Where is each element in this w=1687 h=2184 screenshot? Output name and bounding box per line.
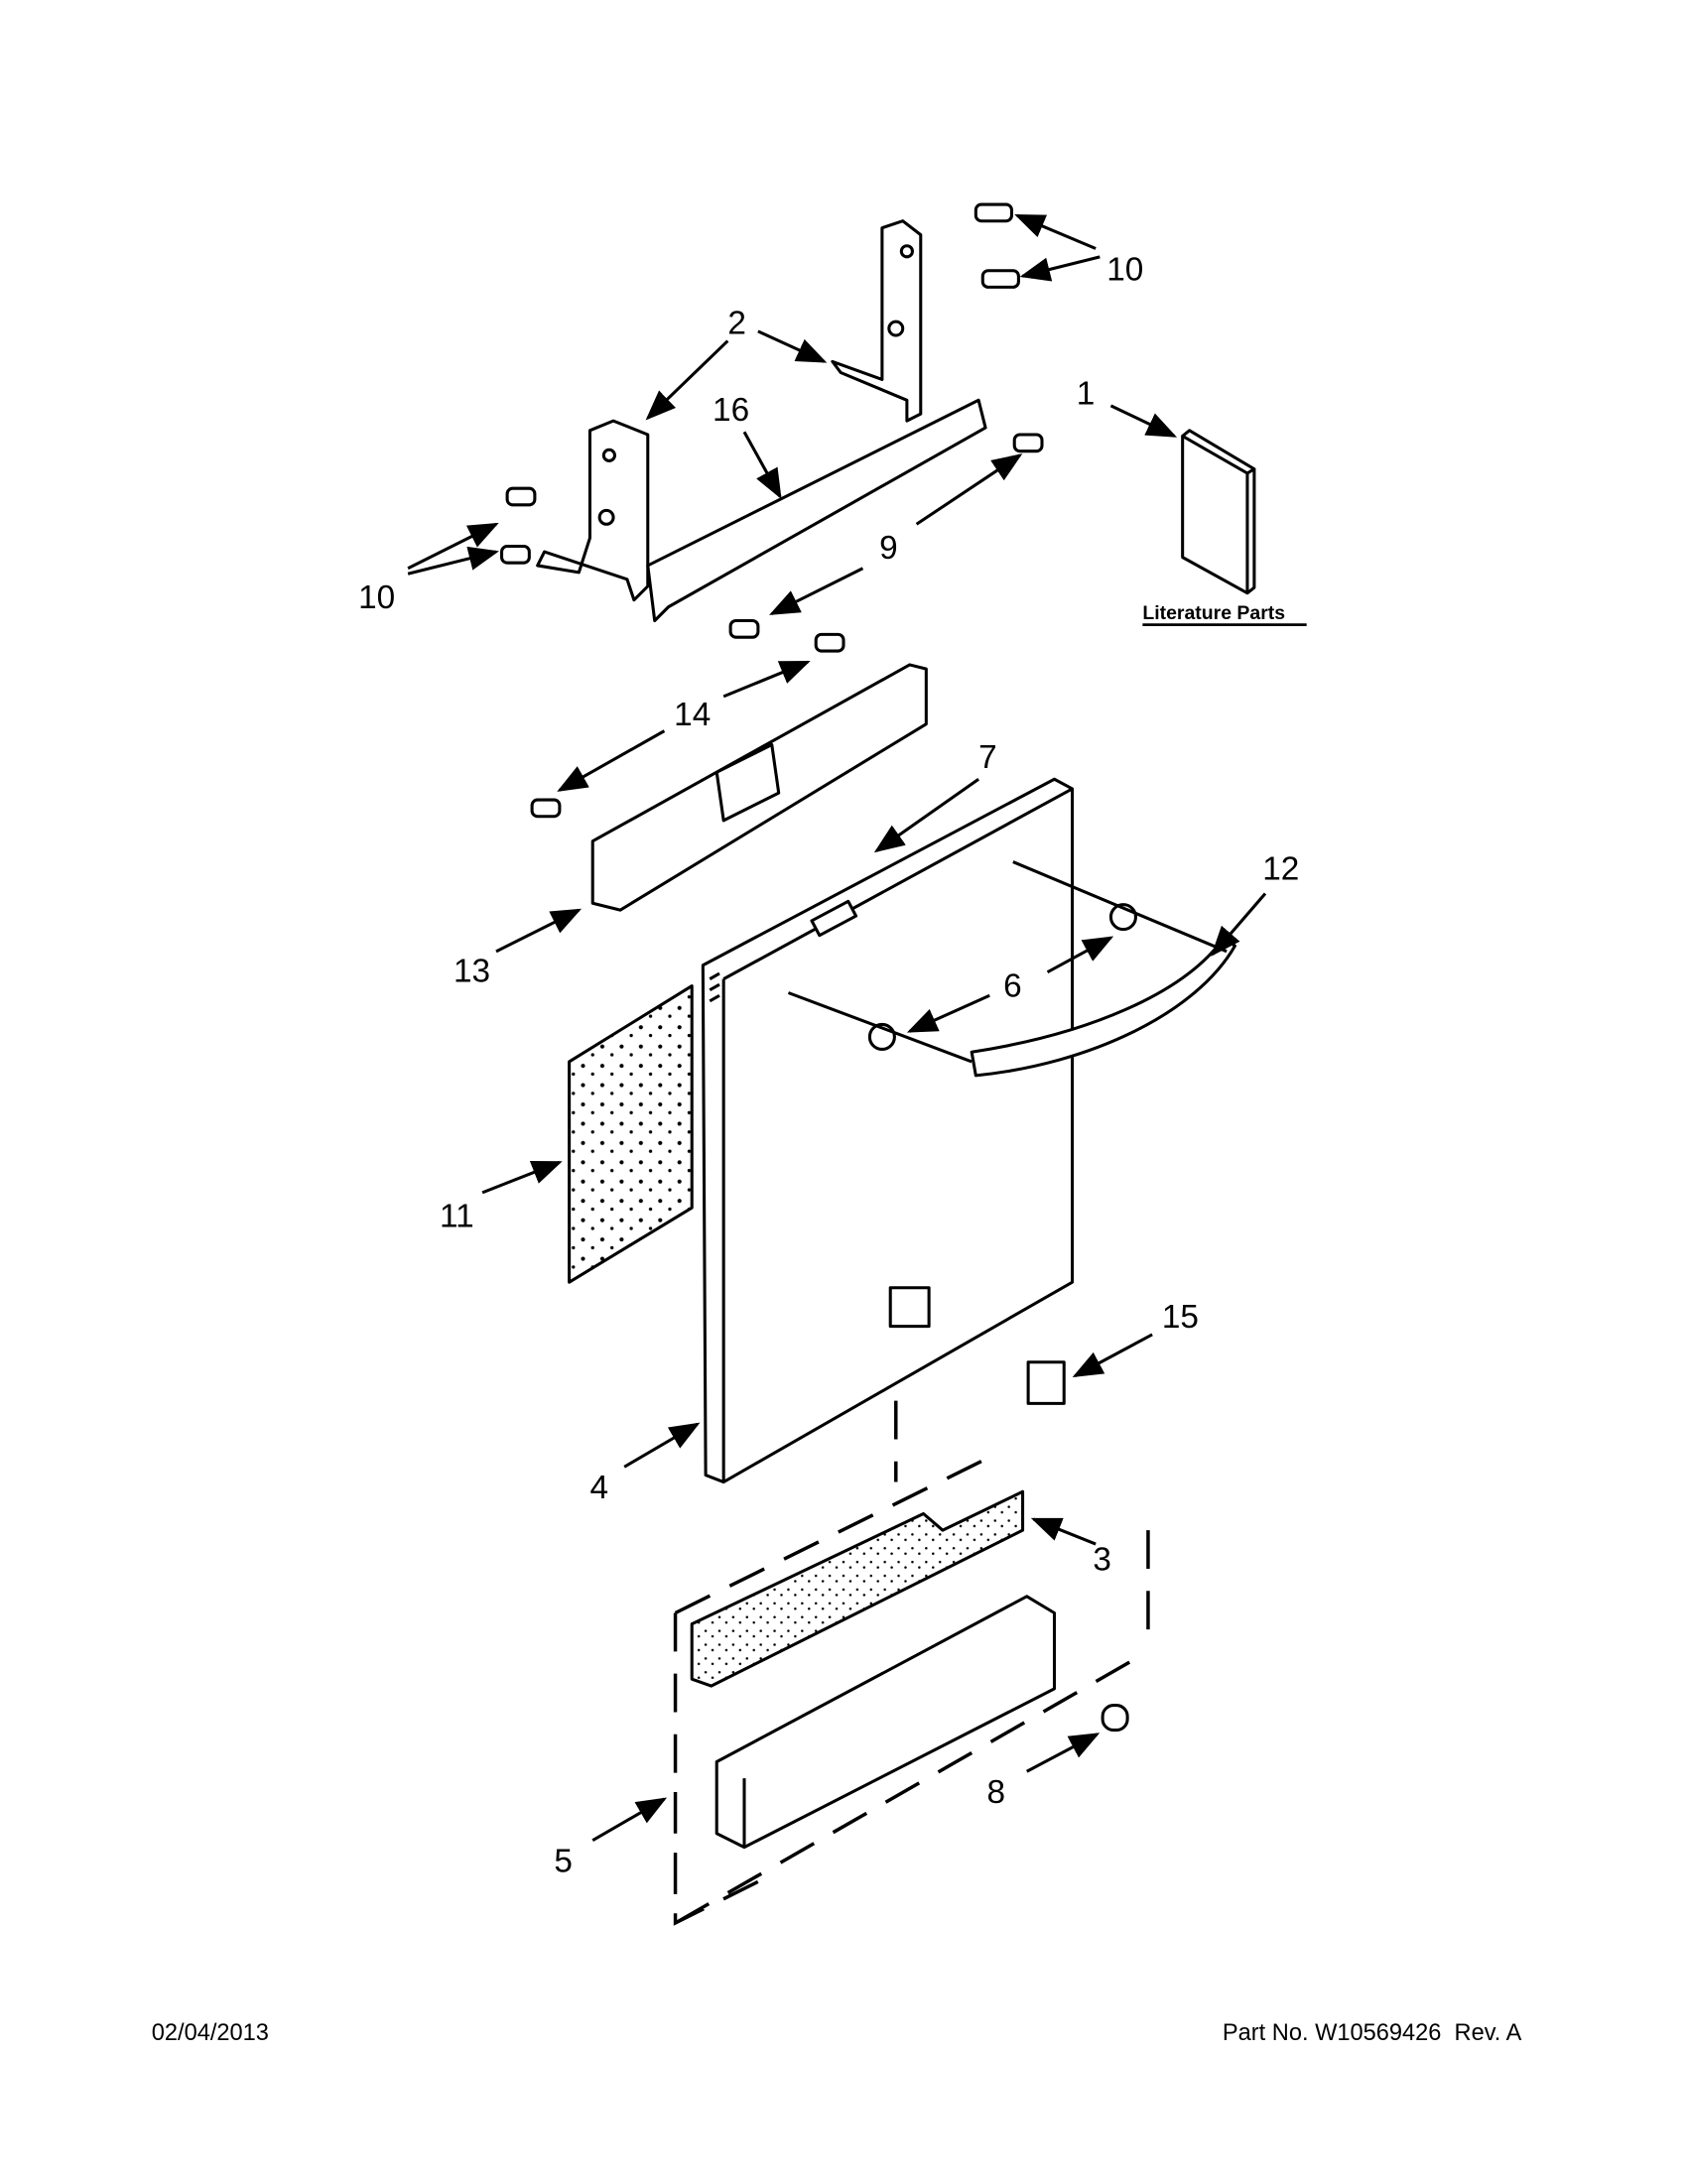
callout-15: 15 bbox=[1162, 1299, 1199, 1336]
callout-13: 13 bbox=[454, 953, 490, 989]
callout-10-left: 10 bbox=[358, 579, 395, 616]
screws bbox=[500, 202, 1129, 1733]
callout-14: 14 bbox=[674, 697, 711, 733]
literature-parts-label: Literature Parts bbox=[1142, 602, 1285, 624]
callout-16: 16 bbox=[713, 392, 749, 429]
door-panel bbox=[701, 777, 1075, 1484]
callout-2: 2 bbox=[727, 306, 746, 342]
callout-5: 5 bbox=[554, 1844, 573, 1880]
foam-strip bbox=[690, 1489, 1025, 1688]
footer-part-number: Part No. W10569426 Rev. A bbox=[1223, 2020, 1522, 2046]
callout-9: 9 bbox=[879, 530, 898, 567]
callout-10-top: 10 bbox=[1106, 251, 1143, 288]
literature-book bbox=[1181, 429, 1256, 595]
toe-panel bbox=[714, 1595, 1057, 1850]
bracket-right bbox=[831, 219, 923, 423]
callout-1: 1 bbox=[1077, 375, 1096, 412]
leader-arrows bbox=[407, 213, 1267, 1842]
insulation-pad bbox=[568, 984, 694, 1284]
logo-recess bbox=[888, 1286, 931, 1329]
callout-11: 11 bbox=[440, 1199, 474, 1235]
callout-7: 7 bbox=[978, 739, 997, 776]
callout-4: 4 bbox=[589, 1470, 608, 1506]
control-module bbox=[590, 663, 928, 912]
logo-badge bbox=[1026, 1360, 1066, 1405]
callout-8: 8 bbox=[986, 1774, 1005, 1811]
door-vent bbox=[709, 971, 720, 1003]
footer-date: 02/04/2013 bbox=[152, 2020, 269, 2046]
bracket-left bbox=[536, 419, 650, 602]
callout-6: 6 bbox=[1003, 968, 1022, 1005]
mounting-rail bbox=[646, 398, 987, 623]
badge-slot bbox=[810, 899, 858, 938]
callout-12: 12 bbox=[1262, 851, 1299, 888]
callout-3: 3 bbox=[1093, 1541, 1111, 1578]
